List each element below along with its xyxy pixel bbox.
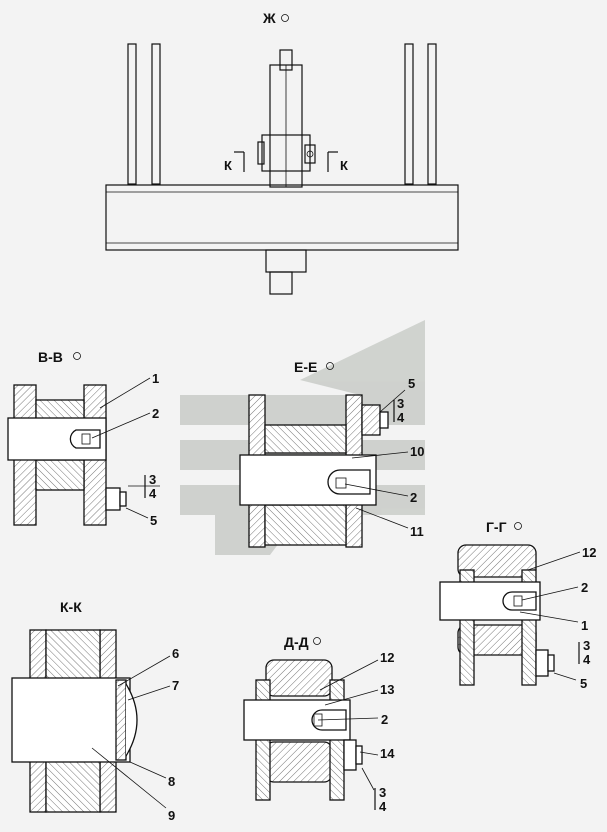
surface-mark-icon: [281, 14, 289, 22]
callout-4-dd: 4: [379, 799, 387, 814]
callout-8-kk: 8: [168, 774, 175, 789]
callout-3-ee: 3: [397, 396, 404, 411]
shaft-bottom: [269, 271, 293, 295]
callout-4-gg: 4: [583, 652, 591, 667]
pin: [11, 677, 131, 763]
bolt-head: [105, 487, 121, 511]
view-kk: К-К 6 7 8 9: [11, 599, 179, 823]
callout-2-ee: 2: [410, 490, 417, 505]
callout-12-dd: 12: [380, 650, 394, 665]
clamp-block: [261, 134, 311, 172]
left-upright-outer: [127, 43, 137, 185]
callout-4-vv: 4: [149, 486, 157, 501]
view-vv-title: В-В: [38, 349, 63, 365]
callout-12-gg: 12: [582, 545, 596, 560]
callout-4-ee: 4: [397, 410, 405, 425]
view-ee-title: Е-Е: [294, 359, 317, 375]
callout-2-vv: 2: [152, 406, 159, 421]
callout-14-dd: 14: [380, 746, 395, 761]
view-gg-title: Г-Г: [486, 519, 507, 535]
view-vv: В-В 1 2 3 4 5: [7, 349, 160, 528]
crossbeam: [105, 184, 459, 251]
callout-9-kk: 9: [168, 808, 175, 823]
callout-2-gg: 2: [581, 580, 588, 595]
callout-5-ee: 5: [408, 376, 415, 391]
view-zh: Ж К К: [105, 10, 459, 295]
view-zh-title: Ж: [262, 10, 276, 26]
callout-6-kk: 6: [172, 646, 179, 661]
callout-3-vv: 3: [149, 472, 156, 487]
callout-3-dd: 3: [379, 785, 386, 800]
callout-10-ee: 10: [410, 444, 424, 459]
view-dd-title: Д-Д: [284, 634, 309, 650]
callout-7-kk: 7: [172, 678, 179, 693]
view-ee: Е-Е 5 3 4 10 2 11: [239, 359, 424, 548]
section-k-left-label: К: [224, 158, 232, 173]
callout-3-gg: 3: [583, 638, 590, 653]
callout-11-ee: 11: [410, 524, 424, 539]
callout-5-gg: 5: [580, 676, 587, 691]
right-upright-outer: [427, 43, 437, 185]
left-upright-inner: [151, 43, 161, 185]
view-dd: Д-Д 12 13 2 14 3 4: [243, 634, 395, 814]
section-k-right-label: К: [340, 158, 348, 173]
callout-5-vv: 5: [150, 513, 157, 528]
right-upright-inner: [404, 43, 414, 185]
callout-1-gg: 1: [581, 618, 588, 633]
view-kk-title: К-К: [60, 599, 82, 615]
view-gg: Г-Г 12 2 1 3 4 5: [439, 519, 596, 691]
callout-2-dd: 2: [381, 712, 388, 727]
callout-1-vv: 1: [152, 371, 159, 386]
lower-hub: [265, 249, 307, 273]
callout-13-dd: 13: [380, 682, 394, 697]
